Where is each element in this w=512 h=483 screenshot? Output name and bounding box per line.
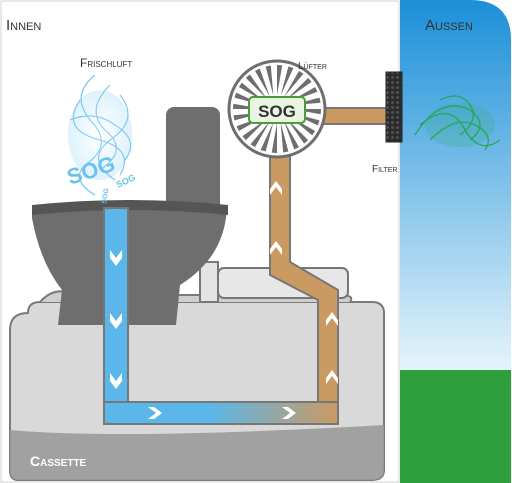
fan-blade [250, 121, 270, 148]
chevron-arrow-icon [110, 373, 122, 389]
filter-block [385, 71, 403, 143]
fan-blade [284, 70, 304, 97]
fan-icon: SOG [227, 59, 327, 159]
label-filter: Filter [372, 164, 397, 175]
cassette-base [10, 425, 384, 480]
label-cassette: Cassette [30, 453, 87, 469]
grass [400, 370, 511, 483]
fan-blade [265, 65, 274, 96]
toilet-cistern [166, 107, 220, 212]
fan-blade [286, 118, 309, 144]
fan-blade [255, 68, 270, 97]
chevron-arrow-icon [326, 312, 338, 326]
fan-blade [280, 122, 289, 153]
fan-blade [242, 118, 268, 141]
fresh-air-swirl-icon [68, 74, 132, 196]
label-inside: Innen [6, 17, 41, 34]
suction-badge-small-b: SOG [101, 187, 111, 204]
chevron-arrow-icon [270, 181, 282, 195]
fan-blade [271, 123, 277, 153]
fan-blade [286, 77, 312, 100]
suction-duct [103, 207, 339, 425]
fan-blade [277, 65, 283, 95]
fan-blade [245, 74, 268, 100]
label-fan: Lüfter [298, 61, 327, 72]
chevron-arrow-icon [282, 407, 296, 419]
chevron-arrow-icon [270, 241, 282, 255]
fan-badge: SOG [258, 102, 296, 121]
fan-blade [284, 121, 299, 150]
chevron-arrow-icon [148, 407, 162, 419]
fan-blade [280, 66, 294, 96]
toilet-bowl [32, 205, 228, 325]
chevron-arrow-icon [110, 250, 122, 266]
label-outside: Außen [425, 17, 473, 34]
outside-area [400, 0, 511, 483]
fan-blade [260, 122, 274, 152]
flow-arrows [110, 181, 338, 419]
chevron-arrow-icon [326, 370, 338, 384]
chevron-arrow-icon [110, 313, 122, 329]
label-fresh-air: Frischluft [80, 56, 132, 70]
exhaust-swirl-icon [414, 95, 501, 151]
